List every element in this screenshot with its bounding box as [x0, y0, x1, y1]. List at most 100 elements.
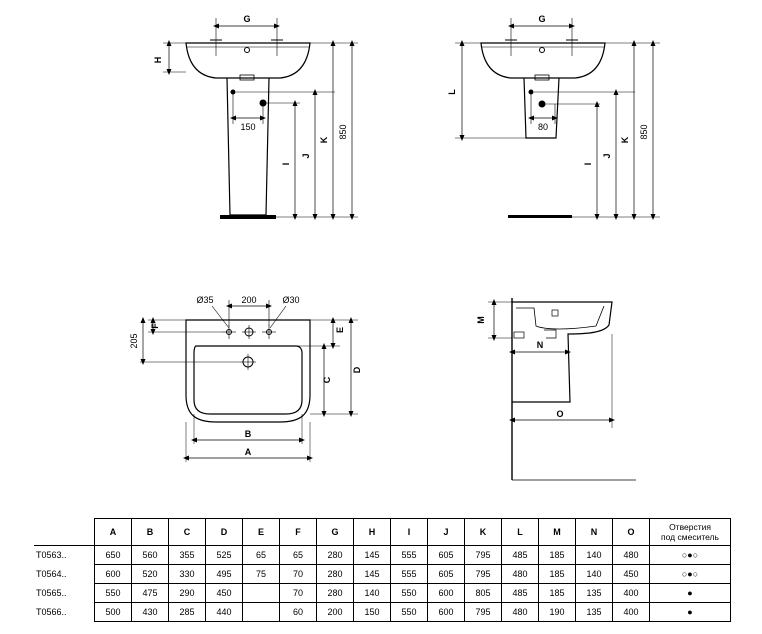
col-header: A: [94, 518, 132, 546]
value-cell: 480: [501, 602, 539, 622]
label-o: O: [556, 409, 563, 419]
value-cell: 290: [168, 583, 206, 603]
label-n: N: [537, 340, 544, 350]
col-header: E: [242, 518, 280, 546]
dim-850-front: 850: [338, 124, 348, 139]
value-cell: 145: [353, 545, 391, 565]
value-cell: 550: [390, 602, 428, 622]
col-header: M: [538, 518, 576, 546]
col-header: G: [316, 518, 354, 546]
model-cell: T0564..: [34, 564, 95, 584]
value-cell: 555: [390, 564, 428, 584]
label-f: F: [150, 323, 160, 329]
value-cell: 280: [316, 545, 354, 565]
value-cell: 600: [427, 583, 465, 603]
value-cell: 140: [575, 545, 613, 565]
side-view-basin: [488, 298, 636, 481]
value-cell: 805: [464, 583, 502, 603]
value-cell: 75: [242, 564, 280, 584]
front-view-semi-pedestal: [455, 18, 660, 220]
value-cell: 280: [316, 583, 354, 603]
value-cell: 70: [279, 583, 317, 603]
value-cell: 285: [168, 602, 206, 622]
value-cell: 190: [538, 602, 576, 622]
value-cell: 185: [538, 583, 576, 603]
value-cell: 280: [316, 564, 354, 584]
col-header: D: [205, 518, 243, 546]
value-cell: 135: [575, 602, 613, 622]
col-header: C: [168, 518, 206, 546]
dimensions-table: A B C D E F G H I J K L M N O Отверстия …: [34, 518, 731, 622]
value-cell: 560: [131, 545, 169, 565]
label-m: M: [476, 316, 486, 324]
label-k-semi: K: [620, 136, 630, 143]
value-cell: 520: [131, 564, 169, 584]
value-cell: 550: [390, 583, 428, 603]
value-cell: 65: [242, 545, 280, 565]
model-cell: T0565..: [34, 583, 95, 603]
label-i-semi: I: [583, 163, 593, 166]
value-cell: 795: [464, 545, 502, 565]
col-header: I: [390, 518, 428, 546]
value-cell: 555: [390, 545, 428, 565]
holes-header-line1: Отверстия: [669, 522, 711, 532]
value-cell: 440: [205, 602, 243, 622]
label-a: A: [245, 447, 252, 457]
model-cell: T0563..: [34, 545, 95, 565]
value-cell: 485: [501, 545, 539, 565]
value-cell: 400: [612, 602, 650, 622]
dim-80: 80: [538, 122, 548, 132]
value-cell: 600: [94, 564, 132, 584]
value-cell: 480: [612, 545, 650, 565]
value-cell: 605: [427, 545, 465, 565]
technical-drawings: G H 150 I J K 850 G: [129, 14, 660, 481]
table-corner: [34, 518, 95, 546]
label-g-semi: G: [538, 14, 545, 24]
value-cell: 355: [168, 545, 206, 565]
value-cell: 200: [316, 602, 354, 622]
label-b: B: [245, 429, 252, 439]
value-cell: 65: [279, 545, 317, 565]
dim-205: 205: [129, 333, 139, 348]
dim-dia30: Ø30: [282, 295, 299, 305]
value-cell: 525: [205, 545, 243, 565]
holes-cell: ○●○: [649, 545, 731, 565]
label-j-semi: J: [602, 153, 612, 158]
col-header: J: [427, 518, 465, 546]
value-cell: 70: [279, 564, 317, 584]
holes-header-line2: под смеситель: [661, 532, 719, 542]
value-cell: 145: [353, 564, 391, 584]
value-cell: 550: [94, 583, 132, 603]
value-cell: 480: [501, 564, 539, 584]
value-cell: 330: [168, 564, 206, 584]
value-cell: 400: [612, 583, 650, 603]
col-header-holes: Отверстия под смеситель: [649, 518, 731, 546]
dim-dia35: Ø35: [196, 295, 213, 305]
label-d: D: [352, 366, 362, 373]
label-j-front: J: [301, 153, 311, 158]
front-view-pedestal: [163, 18, 358, 220]
top-view-basin: [140, 300, 358, 462]
label-k-front: K: [319, 136, 329, 143]
label-c: C: [322, 376, 332, 383]
value-cell: 495: [205, 564, 243, 584]
holes-cell: ●: [649, 602, 731, 622]
value-cell: 185: [538, 564, 576, 584]
value-cell: [242, 583, 280, 603]
col-header: O: [612, 518, 650, 546]
value-cell: 430: [131, 602, 169, 622]
col-header: N: [575, 518, 613, 546]
value-cell: [242, 602, 280, 622]
value-cell: 450: [205, 583, 243, 603]
col-header: L: [501, 518, 539, 546]
col-header: H: [353, 518, 391, 546]
value-cell: 140: [575, 564, 613, 584]
value-cell: 60: [279, 602, 317, 622]
dim-200: 200: [241, 295, 256, 305]
value-cell: 795: [464, 602, 502, 622]
value-cell: 150: [353, 602, 391, 622]
